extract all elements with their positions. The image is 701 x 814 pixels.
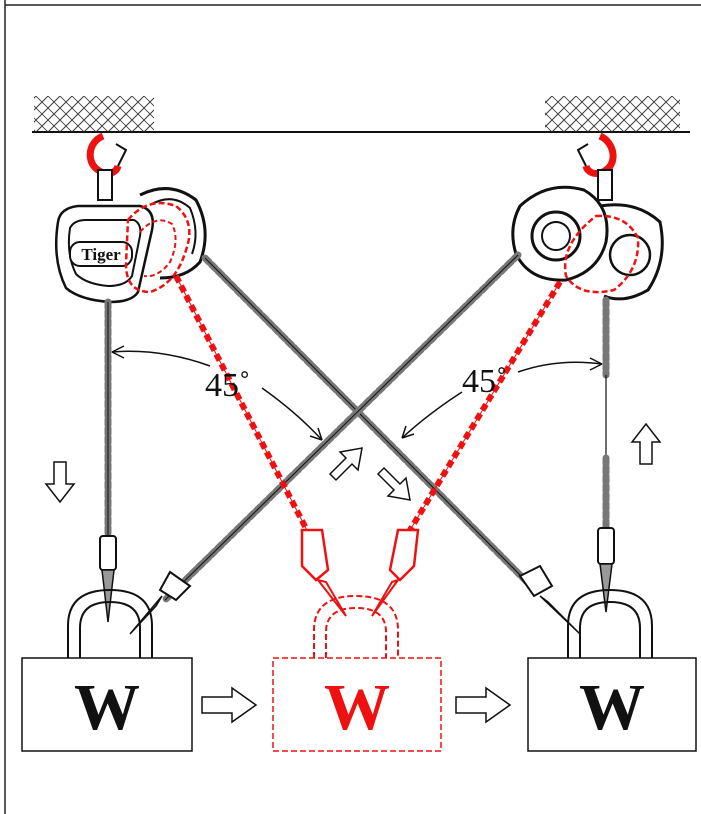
middle-load-shackle <box>313 594 399 658</box>
arrow-right-icon <box>201 686 258 724</box>
arrow-right-icon <box>455 686 512 724</box>
arrow-down-icon <box>44 461 76 504</box>
middle-load-box <box>272 657 442 752</box>
right-load-box <box>527 657 697 752</box>
left-diag-bottom-hook <box>518 564 581 635</box>
right-load-shackle <box>567 588 653 658</box>
left-load-label: W <box>74 671 140 744</box>
left-angle-arc <box>111 345 323 441</box>
ceiling-beam <box>32 96 690 133</box>
arrow-down-right-icon <box>376 466 411 501</box>
right-hoist-ghost <box>563 214 640 294</box>
right-angle-arc <box>401 357 603 439</box>
right-load-label: W <box>579 671 645 744</box>
left-angle-label: 45˚ <box>205 367 250 404</box>
arrow-up-icon <box>630 422 662 465</box>
red-bottom-hook-right <box>371 528 420 617</box>
red-bottom-hook-left <box>300 528 347 617</box>
middle-load-label: W <box>324 671 390 744</box>
left-hoist-ghost <box>124 201 191 294</box>
left-hoist: Tiger <box>54 132 207 304</box>
right-angle-label: 45˚ <box>462 363 507 400</box>
right-bottom-hook <box>597 527 615 613</box>
left-top-hook <box>86 132 122 177</box>
left-load-box <box>21 657 193 752</box>
left-bottom-hook <box>99 535 117 623</box>
left-load-shackle <box>67 588 153 658</box>
right-diag-bottom-hook <box>129 570 192 635</box>
tiger-brand-label: Tiger <box>81 245 121 264</box>
right-top-hook <box>582 132 617 177</box>
right-hoist <box>511 132 664 301</box>
tiger-badge <box>69 241 133 267</box>
page-frame <box>4 0 701 814</box>
arrow-up-right-icon <box>328 447 363 482</box>
